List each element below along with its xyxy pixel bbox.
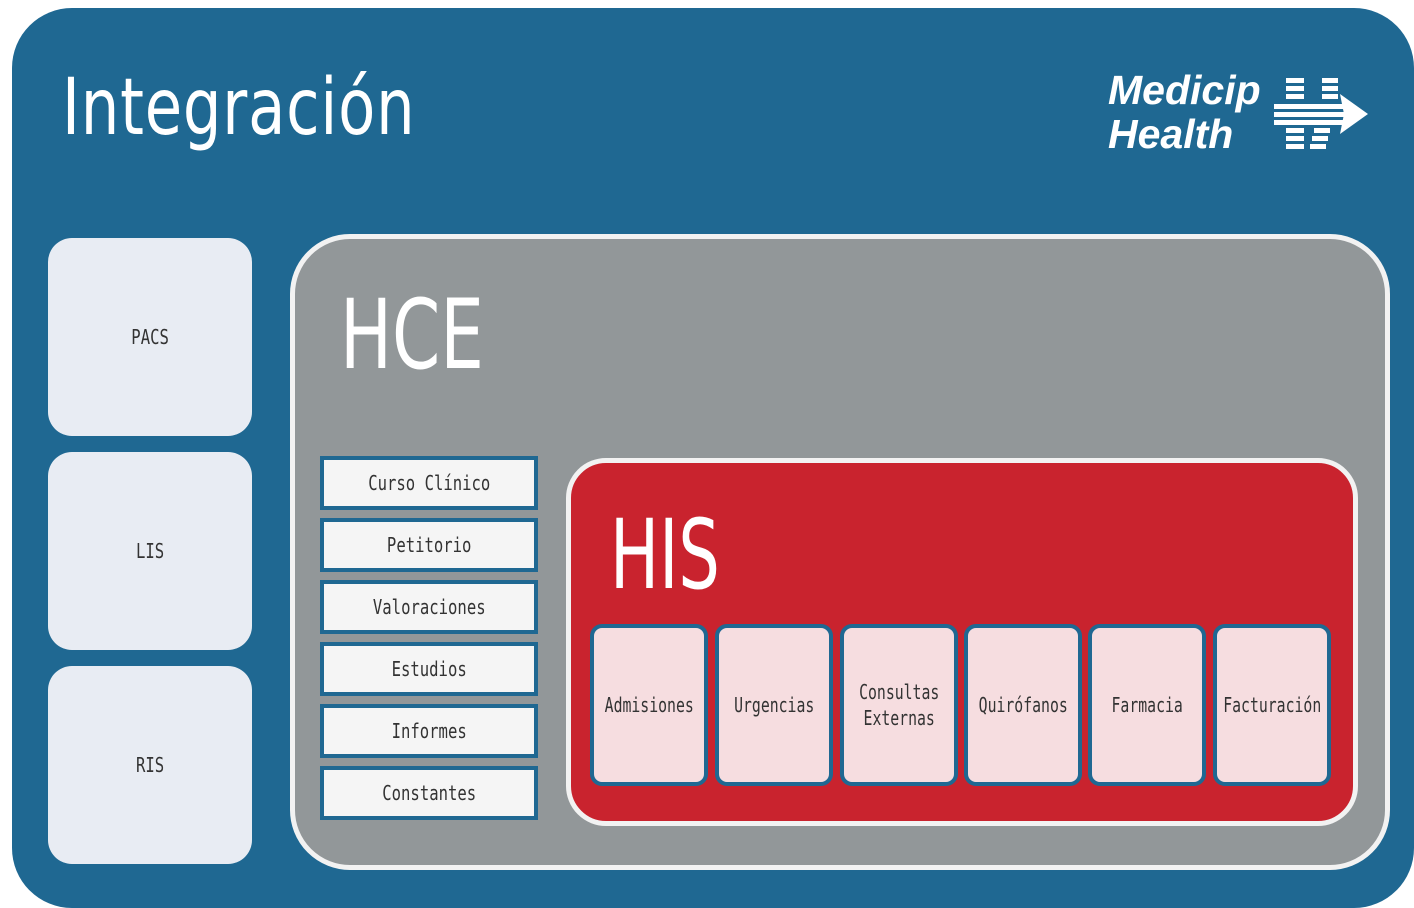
side-system-ris: RIS — [48, 666, 252, 864]
side-system-label: LIS — [135, 539, 165, 563]
hce-item-label: Constantes — [382, 781, 476, 805]
his-module-consultas-externas: Consultas Externas — [840, 624, 958, 786]
logo-text-line-1: Medicip — [1108, 67, 1261, 113]
his-module-label: Urgencias — [733, 693, 815, 717]
hce-item-curso-clinico: Curso Clínico — [320, 456, 538, 510]
his-module-farmacia: Farmacia — [1088, 624, 1206, 786]
hce-item-informes: Informes — [320, 704, 538, 758]
hce-item-petitorio: Petitorio — [320, 518, 538, 572]
hce-item-label: Informes — [391, 719, 467, 743]
medicip-health-logo: Medicip Health — [1108, 66, 1368, 160]
his-module-label: Farmacia — [1111, 693, 1183, 717]
side-system-label: PACS — [131, 325, 169, 349]
hce-item-label: Valoraciones — [372, 595, 486, 619]
hce-item-valoraciones: Valoraciones — [320, 580, 538, 634]
side-system-pacs: PACS — [48, 238, 252, 436]
hce-item-estudios: Estudios — [320, 642, 538, 696]
hce-title: HCE — [340, 279, 484, 391]
logo-arrow-icon — [1274, 78, 1368, 149]
his-module-urgencias: Urgencias — [715, 624, 833, 786]
his-module-label: Consultas Externas — [858, 680, 940, 730]
hce-item-constantes: Constantes — [320, 766, 538, 820]
hce-item-label: Curso Clínico — [367, 471, 491, 495]
hce-item-label: Petitorio — [386, 533, 472, 557]
side-system-lis: LIS — [48, 452, 252, 650]
his-module-quirofanos: Quirófanos — [964, 624, 1082, 786]
his-module-facturacion: Facturación — [1213, 624, 1331, 786]
side-system-label: RIS — [135, 753, 165, 777]
hce-item-label: Estudios — [391, 657, 467, 681]
his-module-label: Facturación — [1223, 693, 1322, 717]
diagram-title: Integración — [62, 63, 416, 153]
his-module-label: Admisiones — [604, 693, 694, 717]
logo-text-line-2: Health — [1108, 111, 1234, 157]
his-title: HIS — [610, 499, 720, 611]
his-module-admisiones: Admisiones — [590, 624, 708, 786]
his-module-label: Quirófanos — [978, 693, 1068, 717]
